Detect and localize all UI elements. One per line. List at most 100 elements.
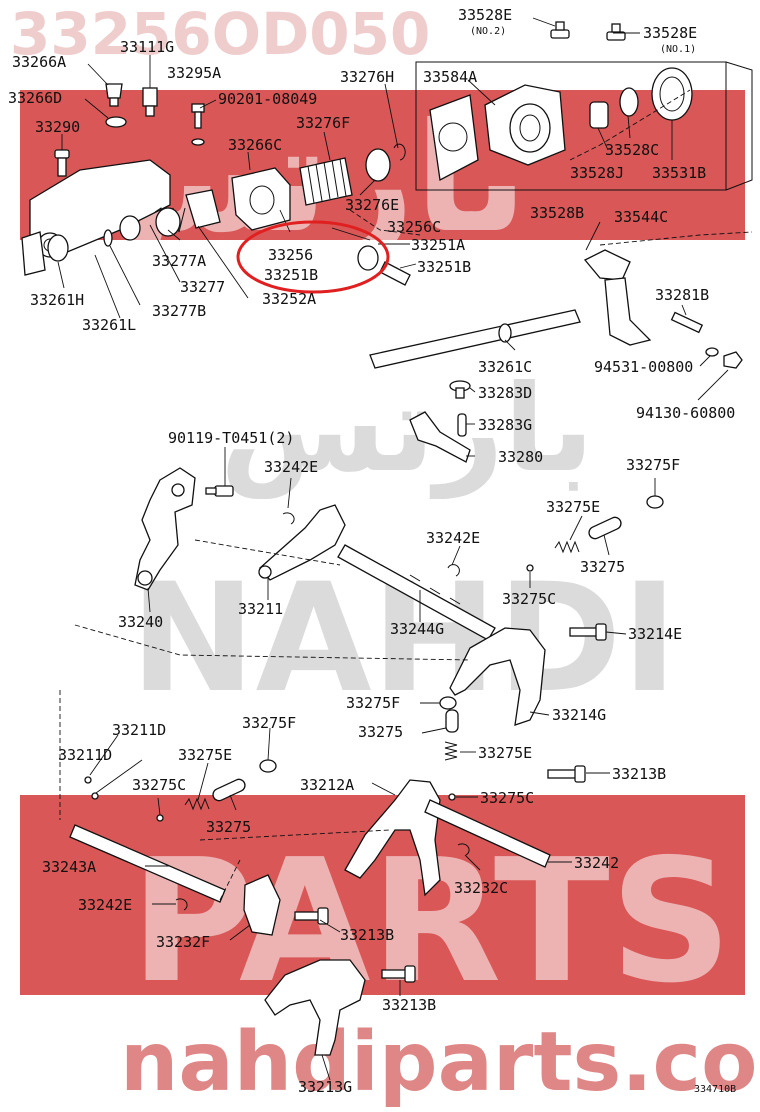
- label-33275f-a[interactable]: 33275F: [626, 456, 680, 474]
- label-33261c[interactable]: 33261C: [478, 358, 532, 376]
- label-33584a[interactable]: 33584A: [423, 68, 477, 86]
- label-90201-08049[interactable]: 90201-08049: [218, 90, 317, 108]
- label-33213b-c[interactable]: 33213B: [382, 996, 436, 1014]
- label-33275-c[interactable]: 33275: [206, 818, 251, 836]
- label-33283g[interactable]: 33283G: [478, 416, 532, 434]
- watermark-site: nahdiparts.com: [120, 1015, 760, 1110]
- label-33275e-b[interactable]: 33275E: [178, 746, 232, 764]
- label-33275e-a[interactable]: 33275E: [546, 498, 600, 516]
- label-33243a[interactable]: 33243A: [42, 858, 96, 876]
- spring-33275e: [554, 540, 580, 554]
- label-33528b[interactable]: 33528B: [530, 204, 584, 222]
- label-33211d-b[interactable]: 33211D: [58, 746, 112, 764]
- pin-33275-b: [445, 709, 459, 733]
- snap-ring-33242e-b: [447, 564, 460, 577]
- lever-33240: [134, 467, 196, 591]
- label-33275e-c[interactable]: 33275E: [478, 744, 532, 762]
- label-33276h[interactable]: 33276H: [340, 68, 394, 86]
- guide-lines: [59, 89, 753, 901]
- label-no2: (NO.2): [470, 26, 506, 37]
- label-33261h[interactable]: 33261H: [30, 291, 84, 309]
- label-33214e[interactable]: 33214E: [628, 625, 682, 643]
- label-33290[interactable]: 33290: [35, 118, 80, 136]
- ring-33261l: [103, 229, 113, 247]
- label-33242e-c[interactable]: 33242E: [78, 896, 132, 914]
- label-33275c-a[interactable]: 33275C: [502, 590, 556, 608]
- box-side: [725, 61, 753, 191]
- bolt-90119: [205, 485, 234, 497]
- label-33211d-a[interactable]: 33211D: [112, 721, 166, 739]
- label-33212a[interactable]: 33212A: [300, 776, 354, 794]
- pin-33275: [588, 516, 622, 540]
- label-33242[interactable]: 33242: [574, 854, 619, 872]
- label-33277[interactable]: 33277: [180, 278, 225, 296]
- ball-33211d-a: [84, 776, 92, 784]
- label-33232f[interactable]: 33232F: [156, 933, 210, 951]
- housing-33528b: [484, 84, 566, 166]
- label-33280[interactable]: 33280: [498, 448, 543, 466]
- part-drawings: [21, 21, 753, 1056]
- label-33275c-b[interactable]: 33275C: [132, 776, 186, 794]
- spring-33275e-b: [444, 741, 458, 761]
- label-33261l[interactable]: 33261L: [82, 316, 136, 334]
- label-33256[interactable]: 33256: [268, 246, 313, 264]
- label-33531b[interactable]: 33531B: [652, 164, 706, 182]
- label-no1: (NO.1): [660, 44, 696, 55]
- label-33232c[interactable]: 33232C: [454, 879, 508, 897]
- label-33240[interactable]: 33240: [118, 613, 163, 631]
- cup-33276e: [365, 148, 391, 182]
- label-33528c[interactable]: 33528C: [605, 141, 659, 159]
- plug-33275f-b: [439, 696, 457, 710]
- fork-33214g: [449, 627, 546, 726]
- label-33244g[interactable]: 33244G: [390, 620, 444, 638]
- label-33214g[interactable]: 33214G: [552, 706, 606, 724]
- label-33276e[interactable]: 33276E: [345, 196, 399, 214]
- spring-33275e-c: [184, 797, 210, 811]
- label-33251b-a[interactable]: 33251B: [264, 266, 318, 284]
- ball-33275c-b: [156, 814, 164, 822]
- label-33276f[interactable]: 33276F: [296, 114, 350, 132]
- label-33266a[interactable]: 33266A: [12, 53, 66, 71]
- ring-33266d: [105, 116, 127, 128]
- fork-33212a: [344, 779, 441, 897]
- label-94531-00800[interactable]: 94531-00800: [594, 358, 693, 376]
- label-33213g[interactable]: 33213G: [298, 1078, 352, 1096]
- label-33266c[interactable]: 33266C: [228, 136, 282, 154]
- lever-33252a: [185, 189, 221, 229]
- label-33275f-b[interactable]: 33275F: [346, 694, 400, 712]
- label-33528j[interactable]: 33528J: [570, 164, 624, 182]
- watermark-top-code: 33256OD050: [10, 0, 430, 68]
- label-33213b-b[interactable]: 33213B: [340, 926, 394, 944]
- label-33281b[interactable]: 33281B: [655, 286, 709, 304]
- label-33251a[interactable]: 33251A: [411, 236, 465, 254]
- bushing-33528j: [589, 101, 609, 129]
- watermark: 33256OD050 بارتس بارتس NAHDI PARTS nahdi…: [10, 0, 760, 1110]
- label-33277a[interactable]: 33277A: [152, 252, 206, 270]
- label-33544c[interactable]: 33544C: [614, 208, 668, 226]
- label-33242e-b[interactable]: 33242E: [426, 529, 480, 547]
- label-33251b-b[interactable]: 33251B: [417, 258, 471, 276]
- label-90119-t0451[interactable]: 90119-T0451(2): [168, 429, 294, 447]
- label-33528e-no2[interactable]: 33528E: [458, 6, 512, 24]
- label-33275f-c[interactable]: 33275F: [242, 714, 296, 732]
- bolt-33528e-no1: [606, 23, 626, 41]
- label-33213b-a[interactable]: 33213B: [612, 765, 666, 783]
- label-33242e-a[interactable]: 33242E: [264, 458, 318, 476]
- label-33528e-no1[interactable]: 33528E: [643, 24, 697, 42]
- label-33275-a[interactable]: 33275: [580, 558, 625, 576]
- label-33275-b[interactable]: 33275: [358, 723, 403, 741]
- label-33111g[interactable]: 33111G: [120, 38, 174, 56]
- label-33275c-c[interactable]: 33275C: [480, 789, 534, 807]
- label-33252a[interactable]: 33252A: [262, 290, 316, 308]
- label-94130-60800[interactable]: 94130-60800: [636, 404, 735, 422]
- diagram-code: 334710B: [694, 1084, 736, 1095]
- label-33277b[interactable]: 33277B: [152, 302, 206, 320]
- pin-33283g: [457, 413, 467, 437]
- bolt-33295a: [191, 103, 205, 146]
- label-33256c[interactable]: 33256C: [387, 218, 441, 236]
- label-33266d[interactable]: 33266D: [8, 89, 62, 107]
- label-33283d[interactable]: 33283D: [478, 384, 532, 402]
- label-33295a[interactable]: 33295A: [167, 64, 221, 82]
- label-33211[interactable]: 33211: [238, 600, 283, 618]
